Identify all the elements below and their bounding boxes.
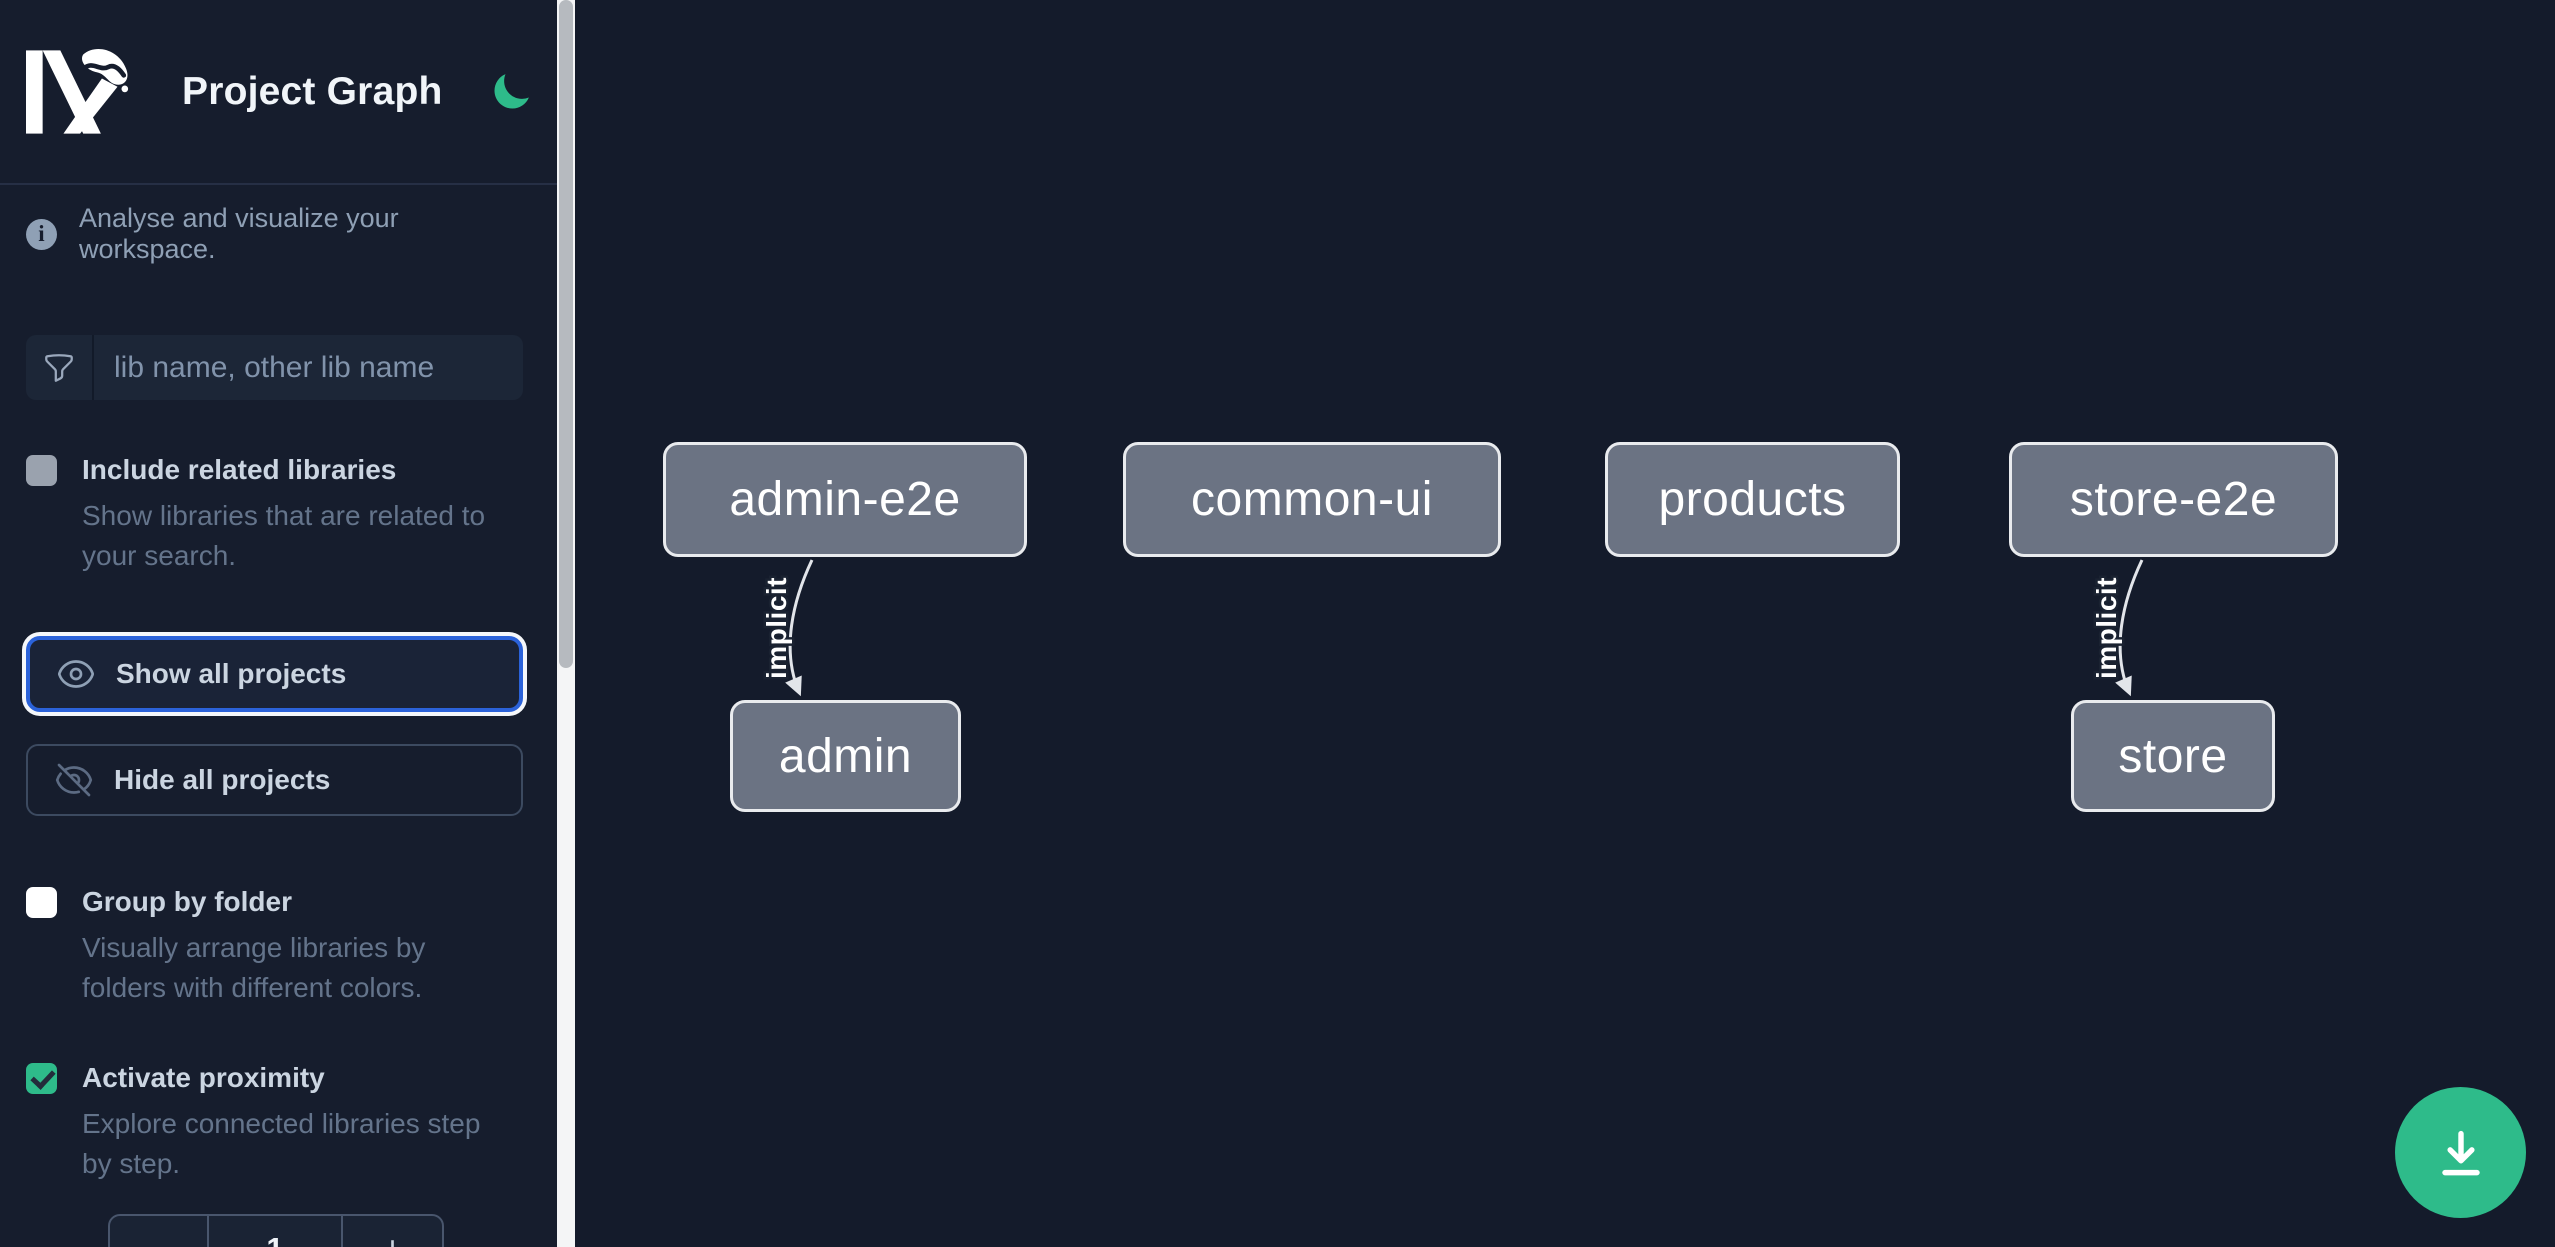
nx-logo	[26, 48, 129, 134]
info-icon: i	[26, 218, 57, 250]
group-by-folder-label[interactable]: Group by folder	[82, 886, 292, 918]
stepper-decrement-button[interactable]: −	[110, 1216, 207, 1247]
include-related-checkbox[interactable]	[26, 454, 57, 486]
download-icon	[2441, 1130, 2480, 1175]
graph-node-store[interactable]: store	[2071, 700, 2275, 812]
graph-node-admin-e2e[interactable]: admin-e2e	[663, 442, 1027, 557]
graph-node-products[interactable]: products	[1605, 442, 1900, 557]
search-input[interactable]	[94, 335, 523, 400]
activate-proximity-checkbox[interactable]	[26, 1062, 57, 1094]
graph-node-store-e2e[interactable]: store-e2e	[2009, 442, 2338, 557]
filter-icon	[26, 335, 94, 400]
graph-node-common-ui[interactable]: common-ui	[1123, 442, 1501, 557]
option-group-by-folder: Group by folder Visually arrange librari…	[26, 886, 523, 1008]
group-by-folder-checkbox[interactable]	[26, 886, 57, 918]
page-title: Project Graph	[182, 69, 443, 113]
option-activate-proximity: Activate proximity Explore connected lib…	[26, 1062, 523, 1184]
show-all-projects-label: Show all projects	[116, 658, 347, 690]
theme-toggle-button[interactable]	[489, 70, 533, 114]
search-box	[26, 335, 523, 400]
sidebar-scrollbar-thumb[interactable]	[559, 0, 573, 668]
hide-all-projects-label: Hide all projects	[114, 764, 331, 796]
show-all-projects-button[interactable]: Show all projects	[26, 636, 523, 713]
eye-slash-icon	[55, 763, 93, 797]
moon-icon	[494, 73, 529, 108]
activate-proximity-description: Explore connected libraries step by step…	[82, 1108, 481, 1180]
group-by-folder-description: Visually arrange libraries by folders wi…	[82, 932, 426, 1004]
include-related-label[interactable]: Include related libraries	[82, 454, 397, 485]
graph-edge-admin-e2e-admin	[785, 559, 814, 697]
info-text: Analyse and visualize your workspace.	[79, 203, 399, 264]
stepper-value: 1	[207, 1216, 343, 1247]
proximity-depth-stepper: − 1 +	[108, 1214, 444, 1247]
stepper-increment-button[interactable]: +	[343, 1216, 442, 1247]
sidebar-content: i Analyse and visualize your workspace. …	[0, 203, 557, 1247]
sidebar-scrollbar-track[interactable]	[557, 0, 575, 1247]
eye-icon	[57, 660, 95, 688]
activate-proximity-label[interactable]: Activate proximity	[82, 1062, 325, 1094]
sidebar: Project Graph i Analyse and visualize yo…	[0, 0, 557, 1247]
option-include-related: Include related libraries Show libraries…	[26, 454, 523, 576]
graph-edge-store-e2e-store	[2115, 559, 2144, 697]
edge-label: implicit	[761, 577, 792, 679]
hide-all-projects-button[interactable]: Hide all projects	[26, 744, 523, 817]
edge-label: implicit	[2091, 577, 2122, 679]
project-graph-canvas[interactable]: admin-e2e common-ui products store-e2e admin…	[575, 0, 2555, 1247]
graph-edges-layer: implicit implicit	[759, 559, 2144, 697]
download-graph-button[interactable]	[2395, 1087, 2526, 1218]
info-row: i Analyse and visualize your workspace.	[26, 203, 523, 265]
sidebar-header: Project Graph	[0, 0, 557, 185]
graph-node-admin[interactable]: admin	[730, 700, 961, 812]
include-related-description: Show libraries that are related to your …	[82, 500, 486, 572]
